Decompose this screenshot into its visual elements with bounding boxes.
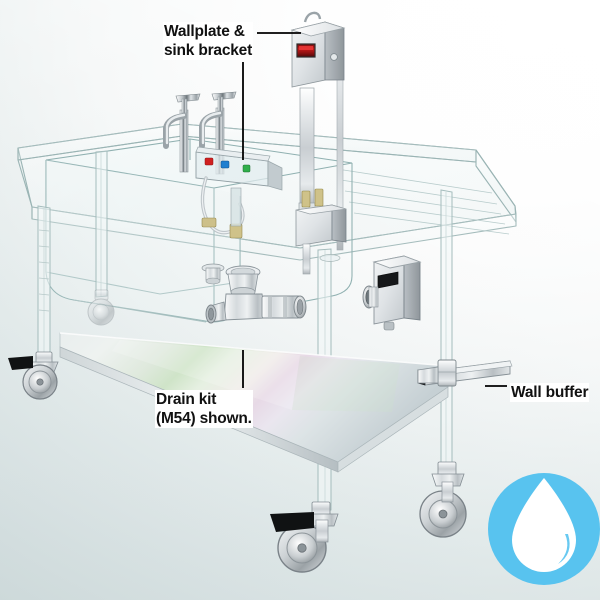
water-drop-highlight [558, 534, 570, 564]
callout-wallplate-line1: Wallplate & [164, 22, 253, 41]
callout-drain-kit-line2: (M54) shown. [156, 409, 252, 428]
callout-wallplate: Wallplate & sink bracket [163, 22, 254, 60]
green-indicator [242, 164, 251, 173]
caster-brake-lever [270, 512, 314, 532]
control-box-top [290, 11, 346, 251]
water-drop-badge [488, 473, 600, 585]
leg-rear-left [95, 150, 108, 298]
cold-indicator [220, 160, 230, 169]
leg-rear-right [440, 189, 453, 471]
hot-indicator [204, 157, 214, 166]
ghost-table-assembly [8, 11, 517, 573]
caster-front-right [270, 501, 339, 573]
lower-shelf [59, 332, 449, 473]
caster-rear-left [87, 289, 115, 326]
callout-drain-kit-line1: Drain kit [156, 390, 252, 409]
sensor-display [377, 271, 399, 289]
sensor-box [362, 255, 422, 331]
wallplate-sink-bracket [195, 146, 283, 239]
leg-front-left [37, 205, 51, 361]
callout-wallplate-line2: sink bracket [164, 41, 253, 60]
mixer-tap-assembly [163, 91, 237, 175]
water-drop-icon [512, 478, 576, 572]
callout-wall-buffer-line1: Wall buffer [511, 383, 589, 402]
callout-drain-kit: Drain kit (M54) shown. [155, 390, 253, 428]
solenoid-valve-box [295, 188, 347, 275]
caster-rear-right [419, 461, 467, 538]
led-display [296, 43, 316, 58]
wall-buffer [417, 359, 513, 387]
callout-leader-lines [242, 32, 507, 388]
callout-wall-buffer: Wall buffer [510, 383, 590, 402]
drain-kit-m54 [201, 254, 341, 324]
caster-front-left [8, 351, 59, 400]
caster-brake-lever [8, 356, 33, 370]
